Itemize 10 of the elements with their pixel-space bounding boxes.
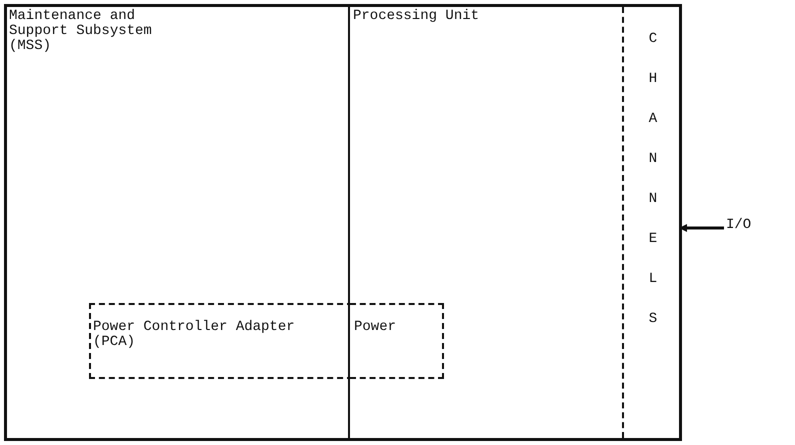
arrow: [679, 224, 724, 232]
subsystem-panel: [4, 4, 349, 441]
power-box: [350, 303, 444, 379]
panel-title: Processing Unit: [353, 9, 480, 24]
processing-unit-panel: [348, 4, 682, 441]
io-label: I/O: [726, 218, 752, 233]
panel-title: Maintenance and Support Subsystem (MSS): [9, 9, 153, 54]
panel-title: Power: [354, 320, 398, 335]
section-title: CHANNELS: [644, 31, 662, 351]
panel-title: Power Controller Adapter (PCA): [93, 320, 296, 350]
